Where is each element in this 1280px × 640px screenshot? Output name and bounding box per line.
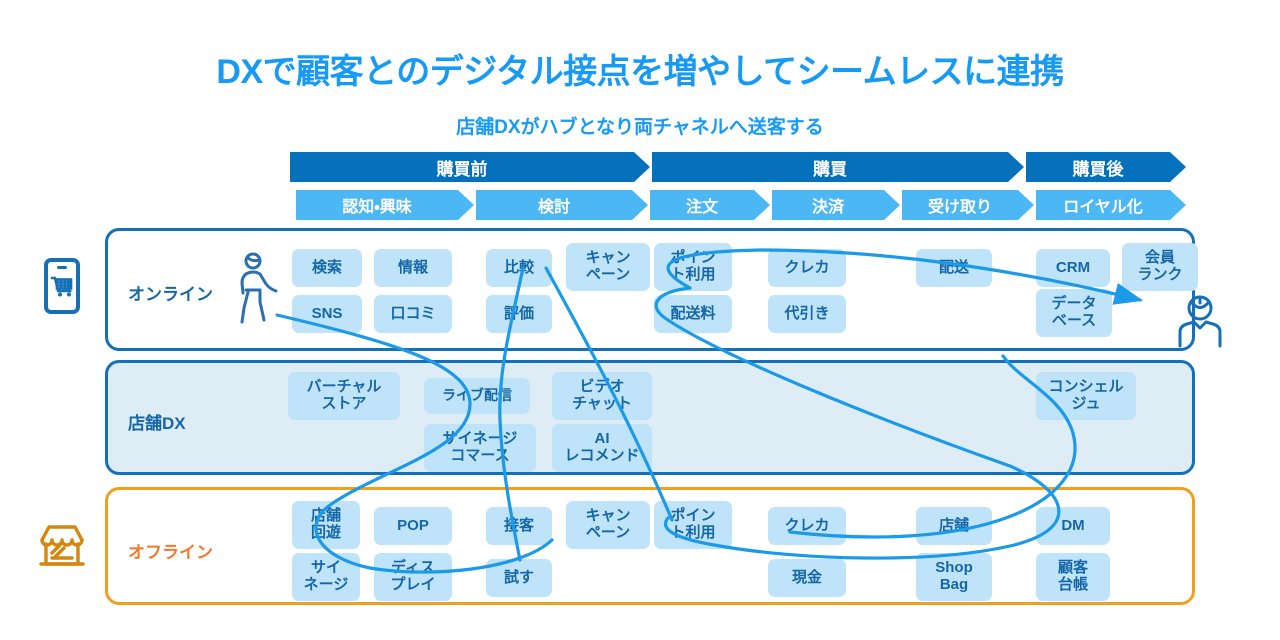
page-title: DXで顧客とのデジタル接点を増やしてシームレスに連携 xyxy=(216,53,1064,91)
customer-icon xyxy=(1172,292,1228,355)
touchpoint-chip[interactable]: 検索 xyxy=(292,249,362,287)
touchpoint-chip[interactable]: 口コミ xyxy=(374,295,452,333)
touchpoint-chip[interactable]: バーチャル ストア xyxy=(288,372,400,420)
touchpoint-chip[interactable]: キャン ペーン xyxy=(566,501,650,549)
touchpoint-chip[interactable]: ポイン ト利用 xyxy=(654,501,732,549)
touchpoint-chip[interactable]: ビデオ チャット xyxy=(552,372,652,420)
phase-minor-5[interactable]: ロイヤル化 xyxy=(1036,190,1186,220)
touchpoint-chip[interactable]: サイネージ コマース xyxy=(424,424,536,472)
touchpoint-chip[interactable]: 会員 ランク xyxy=(1122,243,1198,291)
phase-major-1[interactable]: 購買 xyxy=(652,152,1024,182)
phase-minor-4[interactable]: 受け取り xyxy=(902,190,1034,220)
channel-row-offline xyxy=(105,487,1195,605)
channel-label-online: オンライン xyxy=(128,285,213,304)
touchpoint-chip[interactable]: ディス プレイ xyxy=(374,553,452,601)
mobile-commerce-icon xyxy=(42,258,82,319)
channel-label-storedx: 店舗DX xyxy=(128,414,186,433)
walking-person-icon xyxy=(234,250,282,337)
touchpoint-chip[interactable]: ポイン ト利用 xyxy=(654,243,732,291)
touchpoint-chip[interactable]: 評価 xyxy=(486,295,552,333)
phase-minor-0[interactable]: 認知・興味 xyxy=(296,190,474,220)
touchpoint-chip[interactable]: 代引き xyxy=(768,295,846,333)
touchpoint-chip[interactable]: 情報 xyxy=(374,249,452,287)
touchpoint-chip[interactable]: クレカ xyxy=(768,507,846,545)
channel-label-offline: オフライン xyxy=(128,543,213,562)
phase-minor-3[interactable]: 決済 xyxy=(772,190,900,220)
phase-major-0[interactable]: 購買前 xyxy=(290,152,650,182)
touchpoint-chip[interactable]: 店舗 回遊 xyxy=(292,501,360,549)
touchpoint-chip[interactable]: Shop Bag xyxy=(916,553,992,601)
touchpoint-chip[interactable]: 試す xyxy=(486,559,552,597)
touchpoint-chip[interactable]: クレカ xyxy=(768,249,846,287)
touchpoint-chip[interactable]: コンシェル ジュ xyxy=(1036,372,1136,420)
touchpoint-chip[interactable]: キャン ペーン xyxy=(566,243,650,291)
touchpoint-chip[interactable]: DM xyxy=(1036,507,1110,545)
touchpoint-chip[interactable]: 店舗 xyxy=(916,507,992,545)
touchpoint-chip[interactable]: ライブ配信 xyxy=(424,378,530,414)
phase-major-2[interactable]: 購買後 xyxy=(1026,152,1186,182)
touchpoint-chip[interactable]: 現金 xyxy=(768,559,846,597)
touchpoint-chip[interactable]: 接客 xyxy=(486,507,552,545)
touchpoint-chip[interactable]: AI レコメンド xyxy=(552,424,652,472)
touchpoint-chip[interactable]: 比較 xyxy=(486,249,552,287)
phase-minor-1[interactable]: 検討 xyxy=(476,190,648,220)
touchpoint-chip[interactable]: POP xyxy=(374,507,452,545)
touchpoint-chip[interactable]: サイ ネージ xyxy=(292,553,360,601)
page-subtitle: 店舗DXがハブとなり両チャネルへ送客する xyxy=(456,117,824,138)
storefront-icon xyxy=(34,520,90,577)
touchpoint-chip[interactable]: 顧客 台帳 xyxy=(1036,553,1110,601)
touchpoint-chip[interactable]: 配送 xyxy=(916,249,992,287)
touchpoint-chip[interactable]: 配送料 xyxy=(654,295,732,333)
phase-minor-2[interactable]: 注文 xyxy=(650,190,770,220)
touchpoint-chip[interactable]: データ ベース xyxy=(1036,289,1112,337)
touchpoint-chip[interactable]: SNS xyxy=(292,295,362,333)
touchpoint-chip[interactable]: CRM xyxy=(1036,249,1110,287)
